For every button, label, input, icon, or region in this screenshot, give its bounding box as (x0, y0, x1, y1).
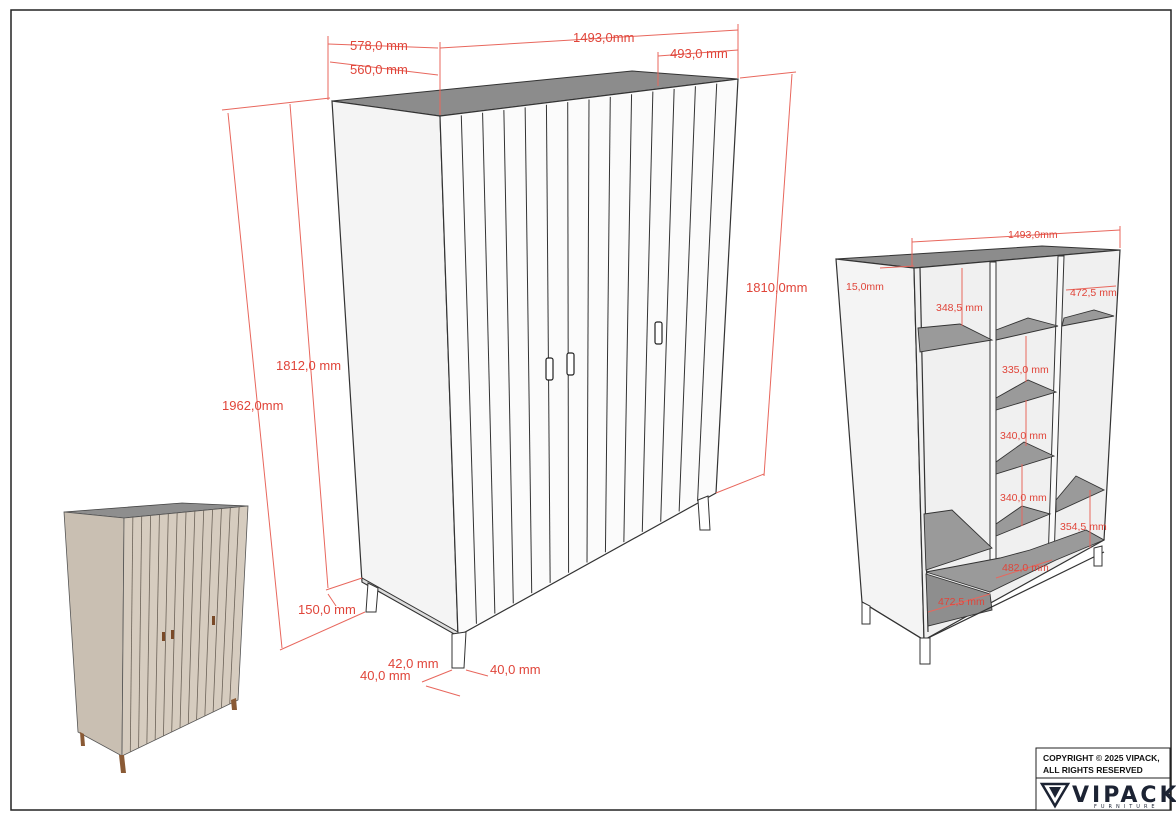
dim-right-lower: 354,5 mm (1060, 521, 1107, 533)
dim-shelf-3: 340,0 mm (1000, 492, 1047, 504)
interior-leg (861, 601, 871, 625)
shelf (995, 317, 1059, 341)
preview-slat-line (229, 506, 240, 705)
door-handle (654, 321, 663, 345)
preview-slat-line (146, 515, 151, 745)
preview-slat-line (196, 510, 205, 721)
preview-front (121, 505, 249, 757)
brand-tagline: FURNITURE (1094, 804, 1159, 810)
slat-line (482, 112, 496, 614)
slat-line (503, 110, 514, 604)
preview-slat-line (187, 511, 196, 725)
preview-handle (212, 616, 215, 625)
dim-middle-width: 482,0 mm (1002, 562, 1049, 574)
door-handle (566, 352, 575, 376)
preview-slat-line (129, 517, 134, 753)
shelf (995, 505, 1052, 537)
shelf (995, 379, 1058, 411)
shelf (923, 509, 993, 571)
slat-line (623, 94, 633, 543)
preview-side (63, 511, 125, 757)
interior-bottom (925, 573, 993, 627)
dim-leg-size-b: 40,0 mm (360, 668, 411, 683)
wardrobe-plinth (361, 577, 459, 637)
dim-side-top: 472,5 mm (1070, 287, 1117, 299)
interior-dimension-lines (879, 226, 1121, 613)
preview-slat-line (138, 516, 143, 749)
interior-wardrobe (835, 245, 1121, 665)
preview-leg (119, 755, 126, 773)
slat-line (641, 91, 654, 532)
preview-slat-line (212, 508, 222, 713)
main-wardrobe (331, 70, 739, 669)
slat-line (660, 88, 675, 522)
main-dimension-labels: 578,0 mm 560,0 mm 1493,0mm 493,0 mm 1962… (222, 30, 807, 683)
slat-line (678, 86, 696, 512)
dim-panel-thickness: 15,0mm (846, 281, 884, 293)
dim-leg-height: 150,0 mm (298, 602, 356, 617)
slat-line (567, 102, 570, 573)
preview-slat-line (154, 514, 160, 741)
shelf (917, 323, 994, 353)
dim-body-height-front: 1812,0 mm (276, 358, 341, 373)
dim-height-total: 1962,0mm (222, 398, 283, 413)
dim-depth-inner: 560,0 mm (350, 62, 408, 77)
preview-leg (80, 732, 85, 746)
interior-leg (1093, 545, 1103, 567)
main-dimension-lines (221, 24, 797, 697)
dim-interior-width: 1493,0mm (1008, 229, 1058, 241)
dim-top-compartment: 348,5 mm (936, 302, 983, 314)
preview-leg (231, 698, 237, 710)
shelf (995, 441, 1056, 475)
wardrobe-side (331, 100, 459, 638)
brand-name: VIPACK (1072, 783, 1176, 808)
dim-left-width: 472,5 mm (938, 596, 985, 608)
preview-slat-line (179, 511, 187, 729)
preview-slats (129, 506, 240, 753)
interior-side (835, 258, 925, 642)
preview-wardrobe (63, 502, 249, 773)
dim-depth-outer: 578,0 mm (350, 38, 408, 53)
door-slats (460, 83, 718, 624)
slat-line (604, 96, 611, 553)
wardrobe-leg (365, 582, 379, 613)
slat-line (545, 104, 551, 583)
divider (989, 261, 997, 593)
brand-logo-icon-inner (1049, 787, 1061, 798)
door-handle (545, 357, 554, 381)
slat-line (586, 99, 590, 563)
shelf (1055, 475, 1106, 513)
dim-body-height-back: 1810,0mm (746, 280, 807, 295)
copyright-box: COPYRIGHT © 2025 VIPACK, ALL RIGHTS RESE… (1035, 747, 1176, 811)
interior-dimension-labels: 1493,0mm 15,0mm 348,5 mm 472,5 mm 335,0 … (846, 229, 1117, 608)
brand-logo-icon (1039, 782, 1071, 809)
slat-line (460, 115, 477, 624)
page-frame (10, 9, 1172, 811)
preview-slat-line (204, 509, 213, 717)
wardrobe-leg (451, 631, 467, 669)
wardrobe-leg (697, 495, 711, 531)
dim-leg-size-a: 42,0 mm (388, 656, 439, 671)
dim-shelf-2: 340,0 mm (1000, 430, 1047, 442)
dim-width-top: 1493,0mm (573, 30, 634, 45)
slat-line (697, 83, 718, 502)
shelf (1061, 309, 1115, 327)
interior-leg (919, 637, 931, 665)
interior-bottom (925, 529, 1106, 593)
dim-shelf-1: 335,0 mm (1002, 364, 1049, 376)
preview-slat-line (221, 507, 231, 709)
copyright-line-2: ALL RIGHTS RESERVED (1043, 765, 1143, 775)
preview-slat-line (163, 513, 169, 737)
slat-line (524, 107, 533, 594)
dim-leg-size-c: 40,0 mm (490, 662, 541, 677)
preview-slat-line (171, 512, 178, 733)
copyright-line-1: COPYRIGHT © 2025 VIPACK, (1043, 753, 1160, 763)
preview-handle (171, 630, 174, 639)
dim-door-width: 493,0 mm (670, 46, 728, 61)
preview-handle (162, 632, 165, 641)
